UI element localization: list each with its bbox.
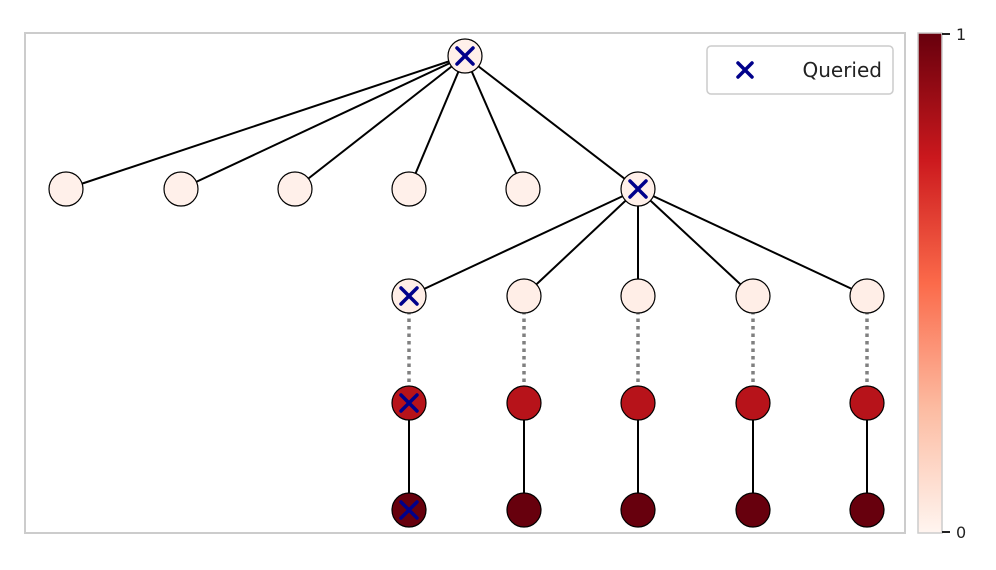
tree-edge-root-c4 xyxy=(408,55,466,190)
node-circle xyxy=(163,171,199,207)
tree-node-m5 xyxy=(849,385,885,421)
tree-node-c4 xyxy=(391,171,427,207)
edges-layer xyxy=(65,55,869,510)
node-circle xyxy=(735,385,771,421)
queried-cross-icon xyxy=(455,46,475,66)
tree-node-l1 xyxy=(391,492,427,528)
node-circle xyxy=(506,492,542,528)
tree-edge-c6-g1 xyxy=(408,188,639,297)
tree-node-c3 xyxy=(277,171,313,207)
node-circle xyxy=(277,171,313,207)
tree-edge-root-c3 xyxy=(294,55,466,190)
node-circle xyxy=(849,278,885,314)
node-circle xyxy=(620,278,656,314)
tree-node-g1 xyxy=(391,278,427,314)
tree-edge-root-c1 xyxy=(65,55,466,190)
colorbar-min-label: 0 xyxy=(956,523,966,542)
plot-frame xyxy=(24,32,906,534)
tree-node-m1 xyxy=(391,385,427,421)
tree-node-l2 xyxy=(506,492,542,528)
tree-node-c1 xyxy=(48,171,84,207)
tree-edge-root-c6 xyxy=(464,55,639,190)
tree-node-m2 xyxy=(506,385,542,421)
nodes-layer xyxy=(48,38,885,528)
node-circle xyxy=(506,278,542,314)
tree-node-c2 xyxy=(163,171,199,207)
tree-edge-root-c2 xyxy=(180,55,466,190)
node-circle xyxy=(849,385,885,421)
tree-edge-c6-g5 xyxy=(637,188,868,297)
node-circle xyxy=(620,385,656,421)
colorbar-max-label: 1 xyxy=(956,25,966,44)
tree-node-l4 xyxy=(735,492,771,528)
node-circle xyxy=(391,171,427,207)
tree-edge-c6-g2 xyxy=(523,188,639,297)
tree-node-g5 xyxy=(849,278,885,314)
node-circle xyxy=(48,171,84,207)
queried-cross-icon xyxy=(399,393,419,413)
tree-node-root xyxy=(447,38,483,74)
legend-label: Queried xyxy=(802,58,882,82)
node-circle xyxy=(735,278,771,314)
node-circle xyxy=(849,492,885,528)
tree-node-m3 xyxy=(620,385,656,421)
tree-node-g3 xyxy=(620,278,656,314)
tree-node-g2 xyxy=(506,278,542,314)
tree-node-c6 xyxy=(620,171,656,207)
tree-edge-root-c5 xyxy=(464,55,524,190)
colorbar: 1 0 xyxy=(917,25,966,542)
node-circle xyxy=(506,385,542,421)
legend-cross-icon xyxy=(736,61,754,79)
legend-box xyxy=(706,45,894,95)
queried-cross-icon xyxy=(399,500,419,520)
tree-node-c5 xyxy=(505,171,541,207)
queried-cross-icon xyxy=(399,286,419,306)
tree-node-l5 xyxy=(849,492,885,528)
tree-edge-c6-g4 xyxy=(637,188,754,297)
tree-node-m4 xyxy=(735,385,771,421)
tree-node-g4 xyxy=(735,278,771,314)
legend: Queried xyxy=(706,45,894,95)
tree-node-l3 xyxy=(620,492,656,528)
colorbar-bar xyxy=(917,32,943,534)
queried-cross-icon xyxy=(628,179,648,199)
node-circle xyxy=(505,171,541,207)
node-circle xyxy=(620,492,656,528)
node-circle xyxy=(735,492,771,528)
